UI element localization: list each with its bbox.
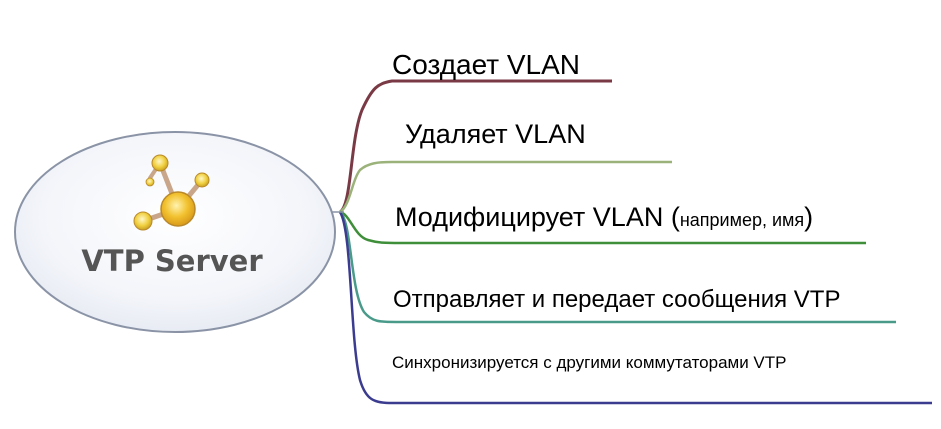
connector-send bbox=[339, 211, 896, 324]
node-label: VTP Server bbox=[81, 244, 263, 278]
branch-label-create: Создает VLAN bbox=[392, 49, 580, 80]
branch-label-modify-close: ) bbox=[804, 202, 813, 232]
connector-modify bbox=[339, 210, 866, 245]
branch-label-modify: Модифицирует VLAN (например, имя) bbox=[395, 202, 813, 232]
branch-label-modify-note: например, имя bbox=[680, 210, 804, 230]
branch-labels: Создает VLAN Удаляет VLAN Модифицирует V… bbox=[392, 49, 840, 372]
connector-create bbox=[338, 79, 612, 214]
branch-label-modify-main: Модифицирует VLAN ( bbox=[395, 202, 680, 232]
branch-connectors bbox=[330, 79, 932, 405]
branch-label-send: Отправляет и передает сообщения VTP bbox=[393, 286, 840, 313]
vtp-server-node: VTP Server bbox=[14, 131, 336, 333]
connector-delete bbox=[339, 160, 672, 214]
connector-sync bbox=[338, 211, 932, 405]
molecule-nodes-icon bbox=[133, 154, 210, 231]
node-ellipse bbox=[14, 131, 336, 333]
branch-label-sync: Синхронизируется с другими коммутаторами… bbox=[392, 353, 787, 372]
branch-label-delete: Удаляет VLAN bbox=[405, 119, 586, 149]
